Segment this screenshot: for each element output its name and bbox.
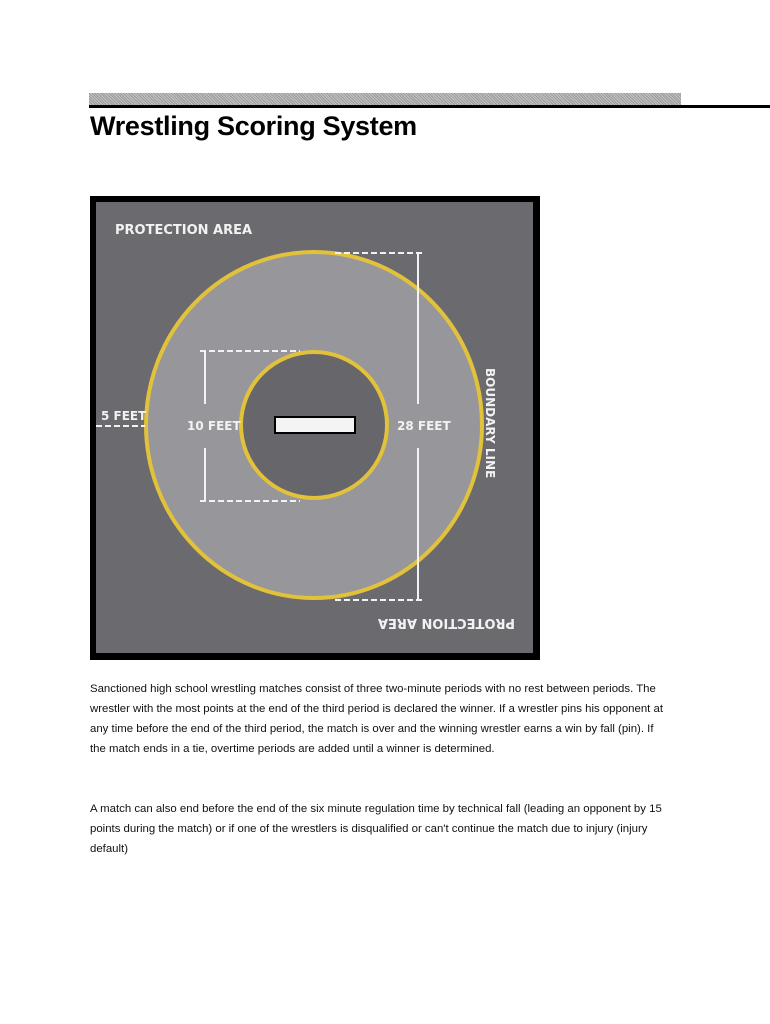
boundary-line-label: BOUNDARY LINE [483, 368, 497, 478]
five-feet-label: 5 FEET [101, 409, 147, 423]
header-rule [89, 105, 770, 108]
wrestling-mat-diagram: PROTECTION AREA 5 FEET 10 FEET 28 FEET B… [90, 196, 540, 660]
page-title: Wrestling Scoring System [90, 111, 417, 141]
paragraph-early-end: A match can also end before the end of t… [90, 803, 662, 855]
paragraph-match-rules: Sanctioned high school wrestling matches… [90, 683, 664, 755]
starting-mark [274, 416, 356, 434]
dimension-lines [96, 252, 422, 601]
ten-feet-label: 10 FEET [187, 419, 241, 433]
protection-area-top-label: PROTECTION AREA [115, 223, 252, 238]
twenty-eight-feet-label: 28 FEET [397, 419, 451, 433]
protection-area-bottom-label: PROTECTION AREA [378, 615, 515, 630]
header-hatch-bar [89, 93, 681, 105]
